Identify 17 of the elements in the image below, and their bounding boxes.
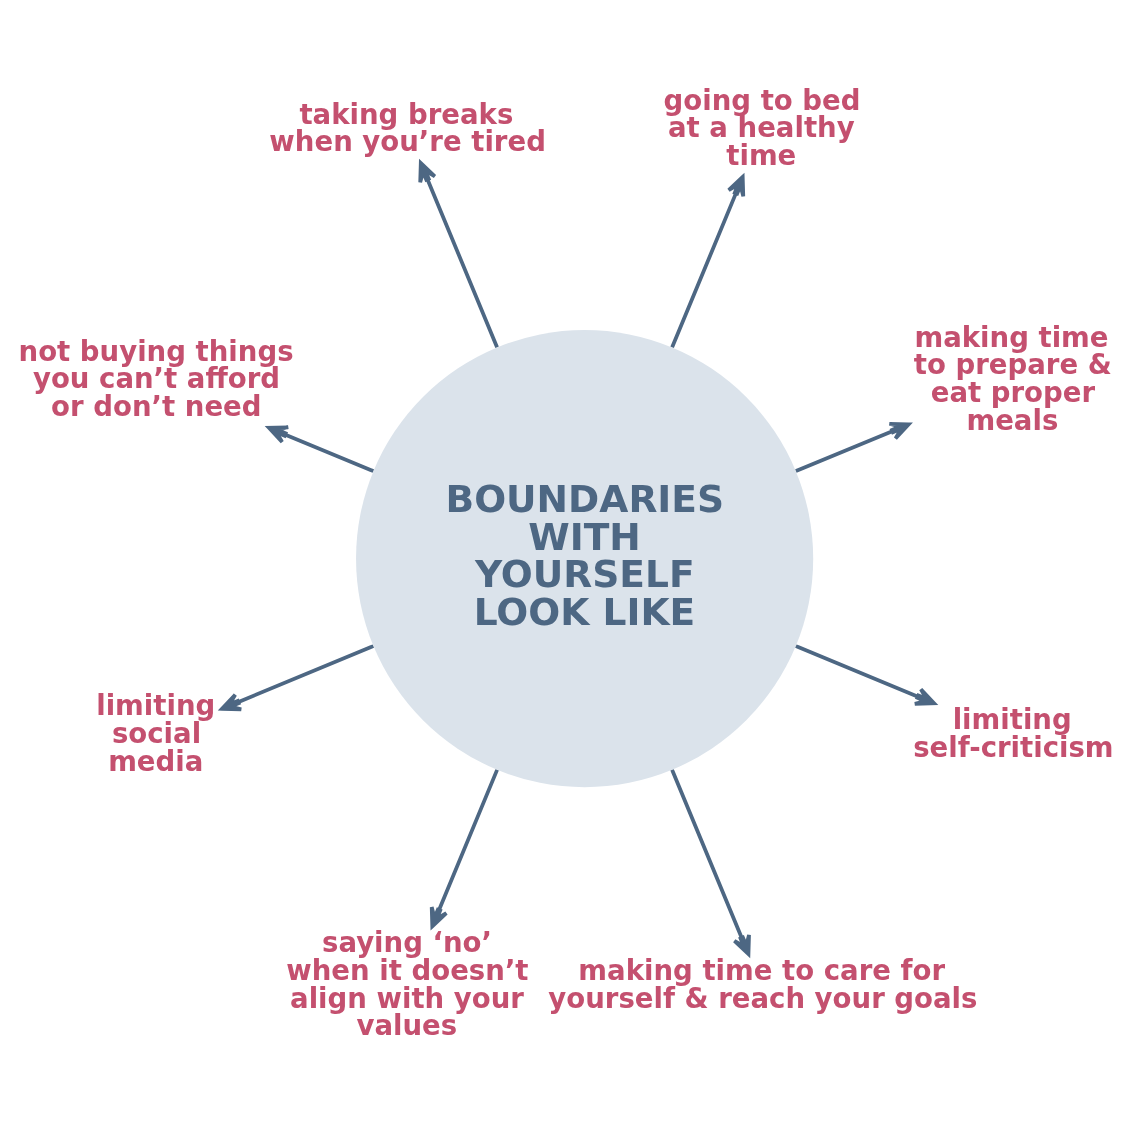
arrow: [267, 425, 375, 473]
node-text: not buying things you can’t afford or don’t need: [18, 334, 294, 423]
node-text: saying ‘no’ when it doesn’t align with your values: [286, 926, 529, 1043]
arrow: [429, 769, 499, 929]
arrow: [795, 421, 911, 473]
node-text: limiting social media: [96, 689, 216, 778]
node-circle: BOUNDARIES WITH YOURSELF LOOK LIKE: [356, 330, 814, 788]
arrow: [418, 161, 499, 349]
arrow: [220, 644, 375, 712]
arrow: [670, 769, 751, 956]
node-text: limiting self-criticism: [913, 703, 1114, 764]
node-text: going to bed at a healthy time: [663, 83, 861, 172]
node-text: making time to care for yourself & reach your goals: [548, 954, 978, 1015]
arrow: [795, 644, 936, 706]
node-text: making time to prepare & eat proper meals: [913, 320, 1112, 437]
node-text: taking breaks when you’re tired: [269, 97, 546, 159]
arrow: [670, 175, 746, 349]
